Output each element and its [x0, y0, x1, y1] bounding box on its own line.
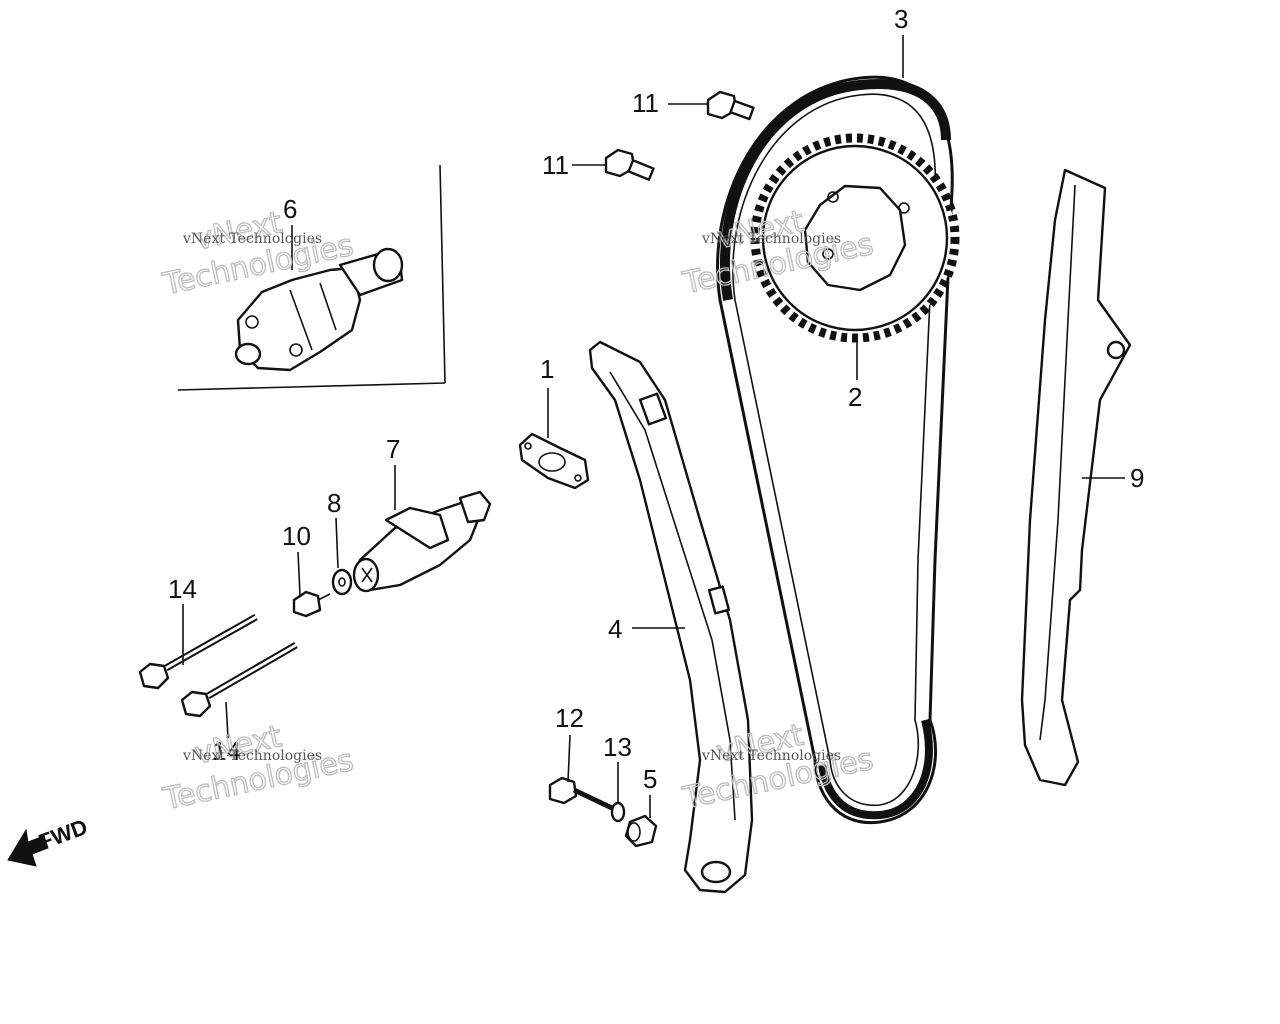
leader-lines — [182, 35, 1125, 818]
callout-12: 12 — [555, 703, 584, 733]
bolt-11-lower — [604, 148, 655, 181]
callout-7: 7 — [386, 434, 400, 464]
bolt-10 — [292, 590, 331, 618]
bolt-14-lower — [180, 641, 298, 718]
bolt-11-upper — [706, 90, 755, 121]
bolt-12 — [548, 776, 614, 811]
bolt-14-upper — [138, 613, 258, 690]
chain-guide-9 — [1020, 168, 1132, 787]
forward-arrow-icon — [7, 828, 49, 867]
watermark-bottom-right: vNext Technologies — [679, 717, 877, 817]
callout-5: 5 — [643, 764, 657, 794]
callout-1: 1 — [540, 354, 554, 384]
callout-9: 9 — [1130, 463, 1144, 493]
tensioner-slipper-4 — [588, 340, 754, 894]
callout-14-lower: 14 — [212, 736, 241, 766]
watermark-small-top-left: vNext Technologies — [182, 231, 322, 247]
callout-labels: 1 2 3 4 5 6 7 8 9 10 11 11 12 13 14 14 — [168, 4, 1144, 794]
callout-14-upper: 14 — [168, 574, 197, 604]
forward-label: FWD — [35, 814, 91, 855]
gasket-1 — [518, 432, 590, 490]
callout-3: 3 — [894, 4, 908, 34]
washer-8 — [331, 568, 353, 596]
callout-4: 4 — [608, 614, 622, 644]
forward-direction-indicator: FWD — [7, 814, 91, 867]
inset-frame — [177, 164, 446, 391]
watermark-small-bottom-left: vNext Technologies — [182, 748, 322, 764]
callout-11-lower: 11 — [542, 150, 569, 180]
watermark-small-top-right: vNext Technologies — [701, 231, 841, 247]
washer-13 — [610, 801, 626, 823]
callout-2: 2 — [848, 382, 862, 412]
callout-6: 6 — [283, 194, 297, 224]
callout-13: 13 — [603, 732, 632, 762]
callout-8: 8 — [327, 488, 341, 518]
watermark-small-bottom-right: vNext Technologies — [701, 748, 841, 764]
cam-sprocket-2 — [750, 133, 960, 343]
callout-10: 10 — [282, 521, 311, 551]
tensioner-lifter-7 — [352, 490, 492, 593]
tensioner-assembly-6 — [234, 247, 404, 372]
collar-5 — [624, 814, 658, 848]
callout-11-upper: 11 — [632, 88, 659, 118]
